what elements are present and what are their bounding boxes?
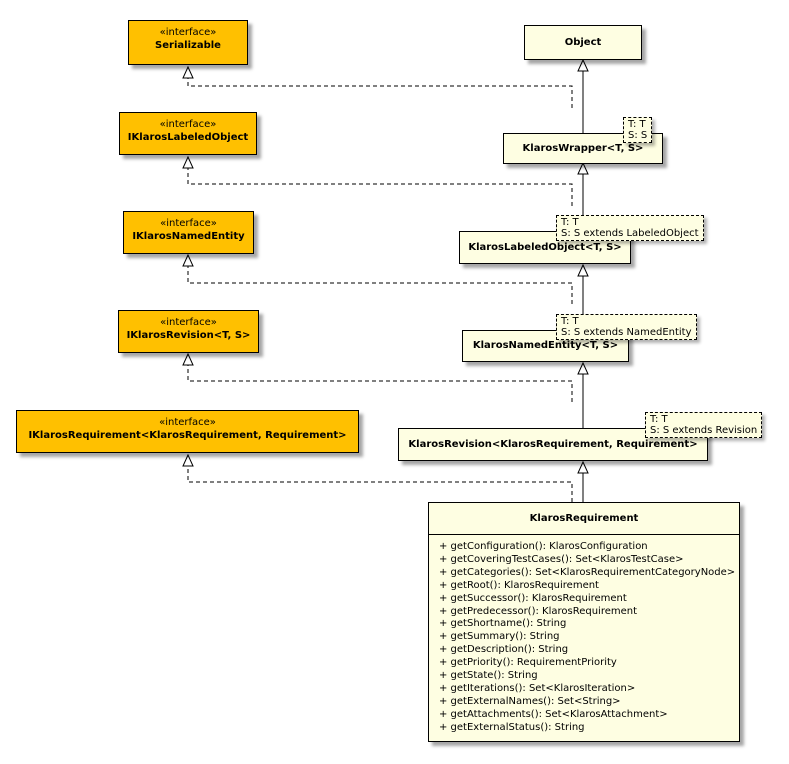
stereotype-label: «interface» — [160, 218, 217, 229]
interface-name: IKlarosLabeledObject — [127, 132, 249, 143]
type-parameter: T: T — [628, 119, 646, 130]
class-name: KlarosRequirement — [529, 513, 639, 524]
method: + getSuccessor(): KlarosRequirement — [439, 592, 627, 604]
class-name: KlarosLabeledObject<T, S> — [468, 242, 622, 253]
interface-iklaros-revision: «interface» IKlarosRevision<T, S> — [118, 310, 259, 353]
type-parameters: T: T S: S extends NamedEntity — [556, 314, 697, 340]
class-klaros-wrapper: KlarosWrapper<T, S> — [503, 133, 663, 164]
type-parameters: T: T S: S — [623, 117, 653, 143]
arrowhead — [577, 460, 589, 474]
arrowhead — [577, 161, 589, 175]
stereotype-label: «interface» — [159, 417, 216, 428]
method: + getDescription(): String — [439, 644, 569, 656]
interface-name: Serializable — [155, 40, 221, 51]
type-parameters: T: T S: S extends LabeledObject — [556, 215, 704, 241]
realization-serializable — [187, 78, 573, 108]
class-name: KlarosRevision<KlarosRequirement, Requir… — [408, 439, 698, 450]
realization-named-entity — [187, 266, 573, 304]
method: + getExternalNames(): Set<String> — [439, 695, 621, 707]
method: + getShortname(): String — [439, 618, 567, 630]
arrowheads — [182, 58, 589, 474]
method: + getRoot(): KlarosRequirement — [439, 579, 599, 591]
interface-serializable: «interface» Serializable — [128, 20, 248, 65]
method: + getCategories(): Set<KlarosRequirement… — [439, 566, 736, 578]
method: + getPredecessor(): KlarosRequirement — [439, 605, 638, 617]
method: + getPriority(): RequirementPriority — [439, 657, 617, 669]
method: + getAttachments(): Set<KlarosAttachment… — [439, 708, 668, 720]
method: + getExternalStatus(): String — [439, 721, 585, 733]
type-parameter: S: S extends LabeledObject — [561, 228, 699, 239]
class-name: Object — [564, 37, 602, 48]
realization-labeled-object — [187, 168, 573, 206]
interface-name: IKlarosRequirement<KlarosRequirement, Re… — [28, 430, 347, 441]
type-parameters: T: T S: S extends Revision — [645, 412, 763, 438]
method: + getCoveringTestCases(): Set<KlarosTest… — [439, 553, 684, 565]
method-list: + getConfiguration(): KlarosConfiguratio… — [429, 534, 739, 735]
interface-iklaros-labeled-object: «interface» IKlarosLabeledObject — [119, 112, 257, 155]
interface-iklaros-named-entity: «interface» IKlarosNamedEntity — [123, 211, 254, 254]
method: + getSummary(): String — [439, 631, 560, 643]
type-parameter: T: T — [561, 316, 579, 327]
type-parameter: S: S extends Revision — [650, 425, 758, 436]
class-name: KlarosWrapper<T, S> — [522, 143, 644, 154]
method: + getConfiguration(): KlarosConfiguratio… — [439, 541, 648, 552]
arrowhead — [182, 352, 194, 366]
interface-iklaros-requirement: «interface» IKlarosRequirement<KlarosReq… — [16, 410, 359, 453]
class-object: Object — [524, 25, 642, 60]
stereotype-label: «interface» — [159, 119, 217, 130]
method: + getIterations(): Set<KlarosIteration> — [439, 682, 636, 694]
arrowhead — [577, 361, 589, 375]
type-parameter: T: T — [650, 414, 668, 425]
arrowhead — [182, 155, 194, 169]
class-klaros-requirement: KlarosRequirement + getConfiguration(): … — [428, 502, 740, 742]
interface-name: IKlarosRevision<T, S> — [126, 330, 251, 341]
arrowhead — [182, 253, 194, 267]
arrowhead — [182, 65, 194, 79]
stereotype-label: «interface» — [160, 317, 217, 328]
arrowhead — [577, 263, 589, 277]
realization-requirement — [187, 466, 573, 502]
realization-revision — [187, 365, 573, 402]
type-parameter: S: S extends NamedEntity — [561, 327, 692, 338]
interface-name: IKlarosNamedEntity — [132, 231, 245, 242]
realization-lines — [187, 78, 573, 502]
type-parameter: T: T — [561, 217, 579, 228]
arrowhead — [577, 58, 589, 72]
type-parameter: S: S — [628, 130, 648, 141]
method: + getState(): String — [439, 670, 538, 682]
stereotype-label: «interface» — [159, 27, 217, 38]
arrowhead — [182, 453, 194, 467]
class-name: KlarosNamedEntity<T, S> — [472, 340, 619, 351]
